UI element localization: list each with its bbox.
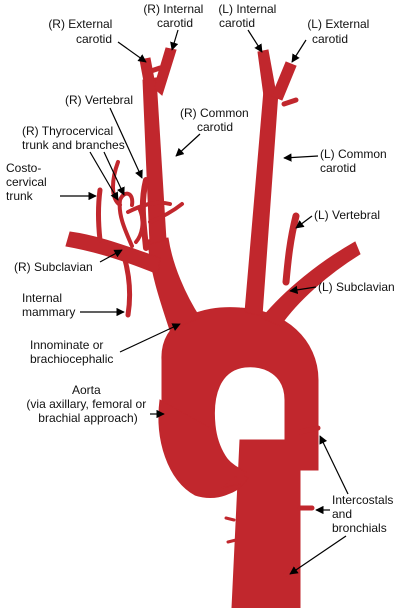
- r-ext-carotid-branch: [145, 65, 163, 75]
- l-ext-carotid-branch: [281, 97, 299, 107]
- bronchial-2: [226, 538, 238, 544]
- arrow-thyrocervical-b: [103, 151, 125, 196]
- vessels: [65, 47, 361, 608]
- r-vertebral-label: (R) Vertebral: [65, 93, 133, 107]
- arrow-r-vertebral: [109, 107, 143, 179]
- l-subclavian-label: (L) Subclavian: [318, 280, 395, 294]
- arrow-l-subclavian: [289, 285, 317, 295]
- r-common-carotid-label: (R) Common carotid: [180, 106, 252, 134]
- intercostals-label: Intercostals and bronchials: [332, 493, 397, 535]
- bronchial-1: [224, 516, 236, 522]
- l-vertebral-label: (L) Vertebral: [314, 208, 380, 222]
- arrow-r-external-carotid: [117, 41, 147, 63]
- internal-mammary-label: Internal mammary: [22, 291, 75, 319]
- l-vertebral-vessel: [282, 212, 300, 286]
- r-external-carotid-vessel: [139, 57, 157, 93]
- innominate-label: Innominate or brachiocephalic: [30, 338, 113, 366]
- l-external-carotid-label: (L) External carotid: [307, 17, 372, 46]
- arrow-r-subclavian: [99, 249, 123, 263]
- innominate-artery: [147, 237, 201, 331]
- root-notch: [221, 475, 241, 489]
- arrow-l-internal-carotid: [247, 29, 263, 53]
- arrow-l-external-carotid: [291, 39, 307, 63]
- aorta-label: Aorta (via axillary, femoral or brachial…: [26, 383, 149, 425]
- arrow-thyrocervical-a: [89, 151, 119, 201]
- leader-arrows: [60, 29, 349, 575]
- arrow-r-internal-carotid: [170, 29, 179, 51]
- r-internal-carotid-label: (R) Internal carotid: [143, 2, 206, 30]
- descending-aorta: [231, 439, 301, 608]
- r-thyrocervical-label: (R) Thyrocervical trunk and branches: [22, 124, 125, 152]
- arrow-r-common-carotid: [175, 133, 201, 157]
- labels: (R) External carotid (R) Internal caroti…: [6, 2, 397, 535]
- l-common-carotid-vessel: [244, 89, 279, 317]
- arrow-l-vertebral: [295, 215, 313, 229]
- internal-mammary-vessel: [121, 253, 133, 318]
- l-common-carotid-label: (L) Common carotid: [320, 147, 390, 175]
- l-internal-carotid-vessel: [257, 49, 277, 97]
- r-subclavian-side-branch: [148, 202, 184, 224]
- costocervical-label: Costo- cervical trunk: [6, 161, 50, 203]
- intercostal-1: [297, 425, 321, 435]
- r-subclavian-vessel: [65, 231, 161, 275]
- arrow-l-common-carotid: [283, 153, 319, 162]
- l-internal-carotid-label: (L) Internal carotid: [218, 2, 279, 30]
- l-subclavian-vessel: [261, 241, 361, 327]
- aortic-root: [158, 399, 247, 498]
- costocervical-vessel: [96, 187, 103, 243]
- r-subclavian-label: (R) Subclavian: [14, 260, 93, 274]
- thyrocervical-trunk: [111, 160, 172, 248]
- l-external-carotid-vessel: [271, 61, 297, 101]
- arrow-intercostal-1: [319, 435, 349, 495]
- r-external-carotid-label: (R) External carotid: [48, 17, 115, 46]
- arrow-innominate: [119, 323, 181, 353]
- arrow-intercostal-3: [289, 535, 347, 575]
